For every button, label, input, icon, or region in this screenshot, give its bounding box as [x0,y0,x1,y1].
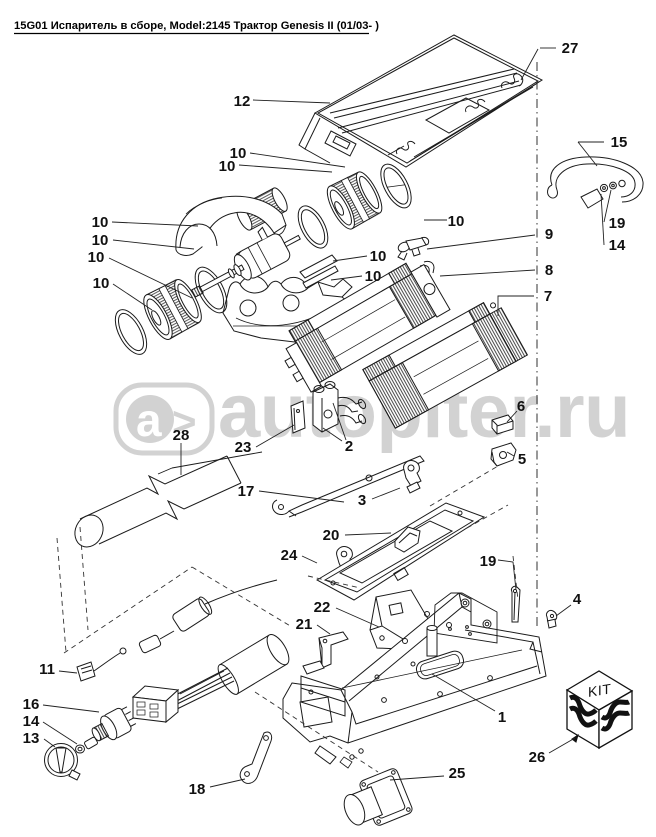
svg-text:4: 4 [573,591,582,608]
svg-text:16: 16 [23,696,40,713]
svg-text:26: 26 [529,749,546,766]
svg-text:25: 25 [449,765,466,782]
svg-text:17: 17 [238,483,255,500]
svg-text:21: 21 [296,616,313,633]
svg-text:10: 10 [230,145,247,162]
svg-text:27: 27 [562,40,579,57]
svg-text:a: a [136,394,162,446]
svg-text:22: 22 [314,599,331,616]
svg-text:18: 18 [189,781,206,798]
svg-text:10: 10 [93,275,110,292]
svg-text:14: 14 [23,713,40,730]
svg-text:8: 8 [545,262,553,279]
svg-text:10: 10 [88,249,105,266]
svg-text:11: 11 [39,661,55,678]
svg-text:10: 10 [365,268,382,285]
svg-text:1: 1 [498,709,506,726]
svg-text:15G01 Испаритель в сборе, Mode: 15G01 Испаритель в сборе, Model:2145 Тра… [14,20,379,32]
svg-text:13: 13 [23,730,40,747]
svg-text:KIT: KIT [588,680,611,700]
svg-text:10: 10 [92,214,109,231]
svg-text:10: 10 [219,158,236,175]
svg-text:23: 23 [235,439,252,456]
svg-text:24: 24 [281,547,298,564]
svg-text:3: 3 [358,492,366,509]
svg-text:15: 15 [611,134,628,151]
svg-text:28: 28 [173,427,190,444]
svg-text:10: 10 [92,232,109,249]
svg-text:14: 14 [609,237,626,254]
svg-text:6: 6 [517,398,525,415]
svg-text:>: > [172,398,197,445]
svg-text:10: 10 [370,248,387,265]
svg-text:19: 19 [609,215,626,232]
svg-text:10: 10 [448,213,465,230]
svg-text:12: 12 [234,93,251,110]
svg-text:2: 2 [345,438,353,455]
svg-text:7: 7 [544,288,552,305]
svg-text:9: 9 [545,226,553,243]
svg-text:20: 20 [323,527,340,544]
svg-text:19: 19 [480,553,497,570]
svg-text:5: 5 [518,451,526,468]
